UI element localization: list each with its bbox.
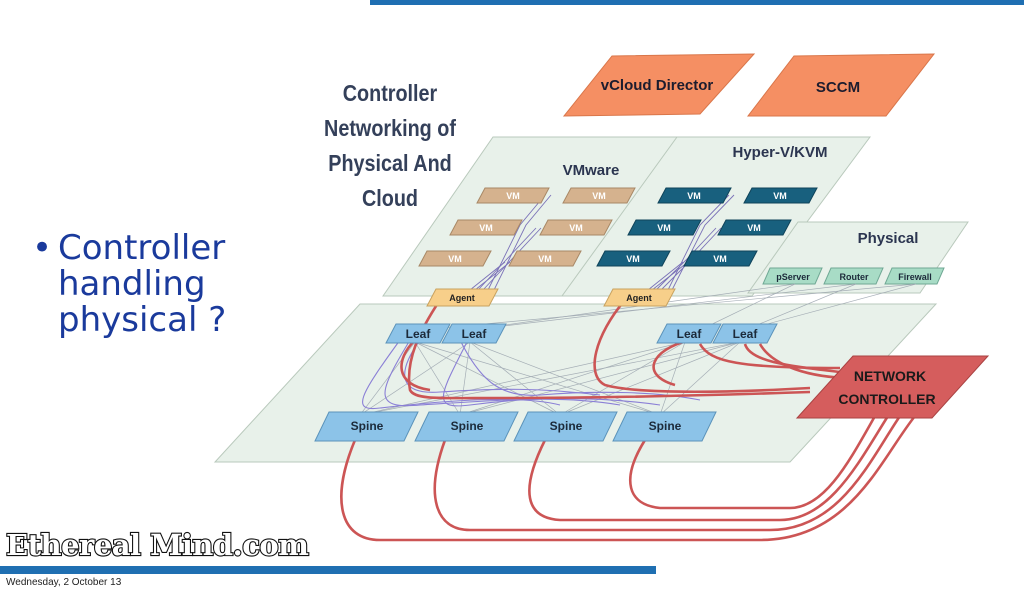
vm-label: VM: [592, 191, 606, 201]
vm-label: VM: [569, 223, 583, 233]
network-controller-box: NETWORK CONTROLLER: [795, 355, 990, 419]
bottom-accent-bar: [0, 566, 656, 574]
leaf-label: Leaf: [406, 327, 432, 341]
router-device: Router: [823, 267, 884, 285]
bullet-text: Controller handling physical ?: [58, 228, 227, 340]
ethereal-mind-logo: Ethereal Mind.com: [5, 527, 310, 563]
leaf-label: Leaf: [677, 327, 703, 341]
hyperv-vm-1: VM: [657, 187, 732, 204]
leaf-label: Leaf: [733, 327, 759, 341]
spine-label: Spine: [351, 419, 384, 433]
hyperv-vm-2: VM: [743, 187, 818, 204]
hyperv-vm-3: VM: [627, 219, 702, 236]
spine-label: Spine: [550, 419, 583, 433]
device-label: Firewall: [898, 272, 932, 282]
vm-label: VM: [538, 254, 552, 264]
agent-label: Agent: [449, 293, 475, 303]
spine-switch-1: Spine: [314, 411, 419, 442]
spine-switch-2: Spine: [414, 411, 519, 442]
vmware-vm-4: VM: [539, 219, 613, 236]
vm-label: VM: [506, 191, 520, 201]
vmware-vm-2: VM: [562, 187, 636, 204]
physical-label: Physical: [858, 230, 919, 247]
vmware-vm-3: VM: [449, 219, 523, 236]
controller-links: [340, 299, 917, 542]
vm-label: VM: [657, 223, 671, 233]
hyperv-label: Hyper-V/KVM: [732, 144, 827, 161]
device-label: Router: [840, 272, 869, 282]
pserver-device: pServer: [762, 267, 823, 285]
vmware-vm-1: VM: [476, 187, 550, 204]
sccm-label: SCCM: [816, 79, 860, 96]
vm-label: VM: [448, 254, 462, 264]
firewall-device: Firewall: [884, 267, 945, 285]
vm-label: VM: [747, 223, 761, 233]
vcloud-director-label: vCloud Director: [601, 77, 714, 94]
top-accent-bar: [370, 0, 1024, 5]
hyperv-vm-6: VM: [683, 250, 758, 267]
footer-date: Wednesday, 2 October 13: [6, 577, 122, 588]
controller-line-1: NETWORK: [854, 368, 926, 384]
leaf-label: Leaf: [462, 327, 488, 341]
leaf-switch-4: Leaf: [712, 323, 778, 344]
vmware-vm-5: VM: [418, 250, 492, 267]
leaf-spine-purple-links: [362, 339, 701, 410]
vm-label: VM: [713, 254, 727, 264]
vmware-agent: Agent: [426, 288, 499, 307]
vmware-vm-links: [469, 194, 552, 291]
controller-line-2: CONTROLLER: [838, 391, 935, 407]
spine-label: Spine: [649, 419, 682, 433]
spine-switch-4: Spine: [612, 411, 717, 442]
sccm-box: SCCM: [746, 53, 936, 117]
vm-label: VM: [479, 223, 493, 233]
hyperv-agent: Agent: [603, 288, 676, 307]
hyperv-vm-4: VM: [717, 219, 792, 236]
leaf-switch-3: Leaf: [656, 323, 722, 344]
agent-label: Agent: [626, 293, 652, 303]
vm-label: VM: [773, 191, 787, 201]
vm-label: VM: [626, 254, 640, 264]
slide-title: Controller Networking of Physical And Cl…: [324, 80, 456, 211]
device-label: pServer: [776, 272, 810, 282]
vmware-label: VMware: [563, 162, 620, 179]
spine-label: Spine: [451, 419, 484, 433]
leaf-switch-1: Leaf: [385, 323, 451, 344]
leaf-switch-2: Leaf: [441, 323, 507, 344]
vcloud-director-box: vCloud Director: [562, 53, 756, 117]
hyperv-vm-5: VM: [596, 250, 671, 267]
vmware-vm-6: VM: [508, 250, 582, 267]
fabric-mesh-links: [359, 283, 917, 416]
spine-switch-3: Spine: [513, 411, 618, 442]
vm-label: VM: [687, 191, 701, 201]
bullet-symbol: •: [32, 228, 53, 268]
